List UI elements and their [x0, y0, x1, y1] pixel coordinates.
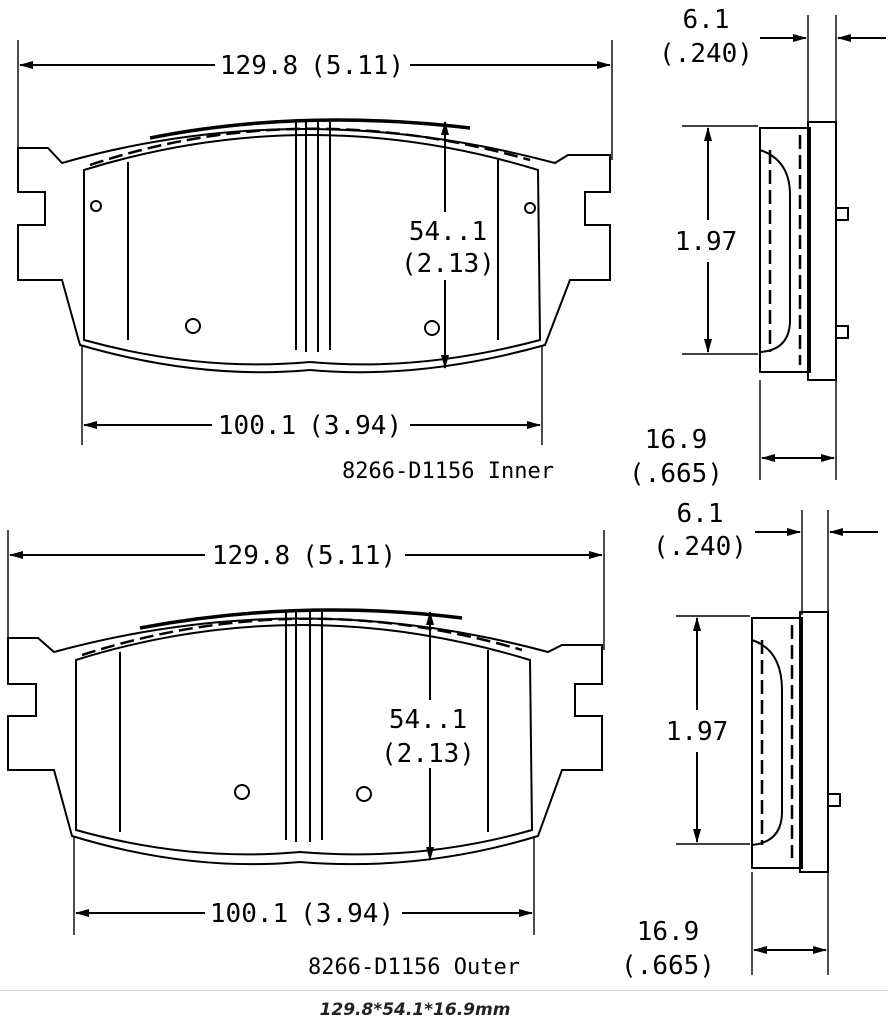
- side-height-label-outer: 1.97: [666, 717, 729, 747]
- total-thickness-in-outer: (.665): [621, 951, 715, 981]
- part-label-outer: 8266-D1156 Outer: [308, 955, 520, 980]
- overall-width-label: 129.8(5.11): [220, 51, 404, 81]
- brake-pad-drawing: 129.8(5.11) 54..1 (2.13) 100.1(3.94): [7, 5, 886, 981]
- sensor-hole-left: [185, 318, 201, 334]
- height-mm-label-outer: 54..1: [389, 705, 467, 735]
- total-thickness-in: (.665): [629, 459, 723, 489]
- total-thickness-mm-outer: 16.9: [637, 917, 700, 947]
- sensor-hole-right: [424, 320, 440, 336]
- backing-thickness-in-outer: (.240): [653, 532, 747, 562]
- overall-width-label-outer: 129.8(5.11): [212, 541, 396, 571]
- bottom-width-label: 100.1(3.94): [218, 411, 402, 441]
- friction-material-outline: [83, 134, 542, 366]
- footer: 129.8*54.1*16.9mm: [0, 990, 888, 1032]
- hole-left: [90, 200, 102, 212]
- total-thickness-mm: 16.9: [645, 425, 708, 455]
- height-in-label: (2.13): [401, 249, 495, 279]
- backing-thickness-mm-outer: 6.1: [677, 499, 724, 529]
- height-in-label-outer: (2.13): [381, 739, 475, 769]
- outer-pad-front-view: 129.8(5.11) 54..1 (2.13) 100.1(3.94) 826…: [7, 530, 605, 980]
- footer-dimensions: 129.8*54.1*16.9mm: [319, 1000, 511, 1020]
- footer-divider: [0, 990, 888, 991]
- hole-right: [524, 202, 536, 214]
- side-height-label: 1.97: [675, 227, 738, 257]
- height-mm-label: 54..1: [409, 217, 487, 247]
- top-edge: [149, 118, 471, 140]
- inner-pad-side-view: 6.1 (.240) 1.97 16.9 (.665): [629, 5, 886, 489]
- wear-line: [89, 127, 531, 167]
- part-label-inner: 8266-D1156 Inner: [342, 459, 554, 484]
- backing-thickness-in: (.240): [659, 39, 753, 69]
- backing-thickness-mm: 6.1: [683, 5, 730, 35]
- inner-pad-front-view: 129.8(5.11) 54..1 (2.13) 100.1(3.94): [17, 40, 613, 484]
- outer-pad-side-view: 6.1 (.240) 1.97 16.9 (.665): [621, 499, 878, 981]
- bottom-width-label-outer: 100.1(3.94): [210, 899, 394, 929]
